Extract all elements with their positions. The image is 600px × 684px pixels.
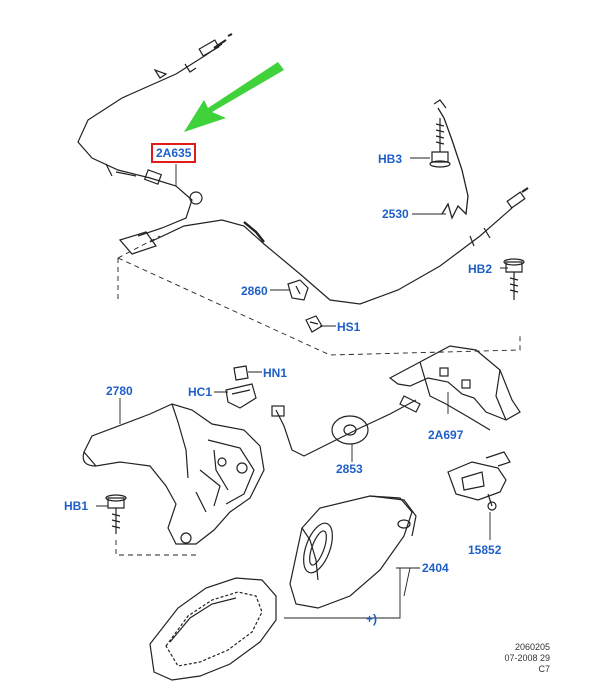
label-hn1: HN1 [263, 366, 288, 380]
label-2A635: 2A635 [151, 143, 197, 163]
label-2853: 2853 [336, 462, 363, 476]
rear-cable [271, 395, 421, 457]
leader-lines [96, 157, 508, 619]
label-hs1: HS1 [337, 320, 361, 334]
nut-hn1 [233, 365, 249, 381]
green-arrow [184, 62, 284, 132]
bolt-hb1 [105, 494, 127, 534]
clip-2860 [287, 279, 309, 301]
console-trim [149, 577, 277, 681]
handbrake-lever [82, 403, 265, 545]
switch-15852 [447, 451, 511, 511]
reference-block: 2060205 07-2008 29 C7 [470, 642, 550, 675]
label-hb2: HB2 [468, 262, 493, 276]
label-hb3: HB3 [378, 152, 403, 166]
label-hb1: HB1 [64, 499, 89, 513]
console-2404 [289, 495, 417, 609]
bolt-hb3 [429, 118, 451, 168]
clip-hc1 [225, 383, 257, 409]
label-15852: 15852 [468, 543, 502, 557]
label-hc1: HC1 [188, 385, 213, 399]
reference-date: 07-2008 29 [504, 653, 550, 663]
label-2860: 2860 [241, 284, 268, 298]
label-plus: +) [366, 612, 378, 626]
front-cable [77, 43, 223, 237]
heat-shield [388, 345, 521, 431]
label-2780: 2780 [106, 384, 133, 398]
spring-2530 [437, 107, 469, 220]
label-2A697: 2A697 [428, 428, 464, 442]
reference-code: 2060205 [514, 642, 550, 652]
nut-hs1 [305, 315, 323, 333]
assembly-outline [117, 235, 521, 356]
bolt-hb2 [503, 258, 525, 300]
label-2530: 2530 [382, 207, 409, 221]
reference-sheet: C7 [538, 664, 550, 674]
label-2404: 2404 [422, 561, 449, 575]
